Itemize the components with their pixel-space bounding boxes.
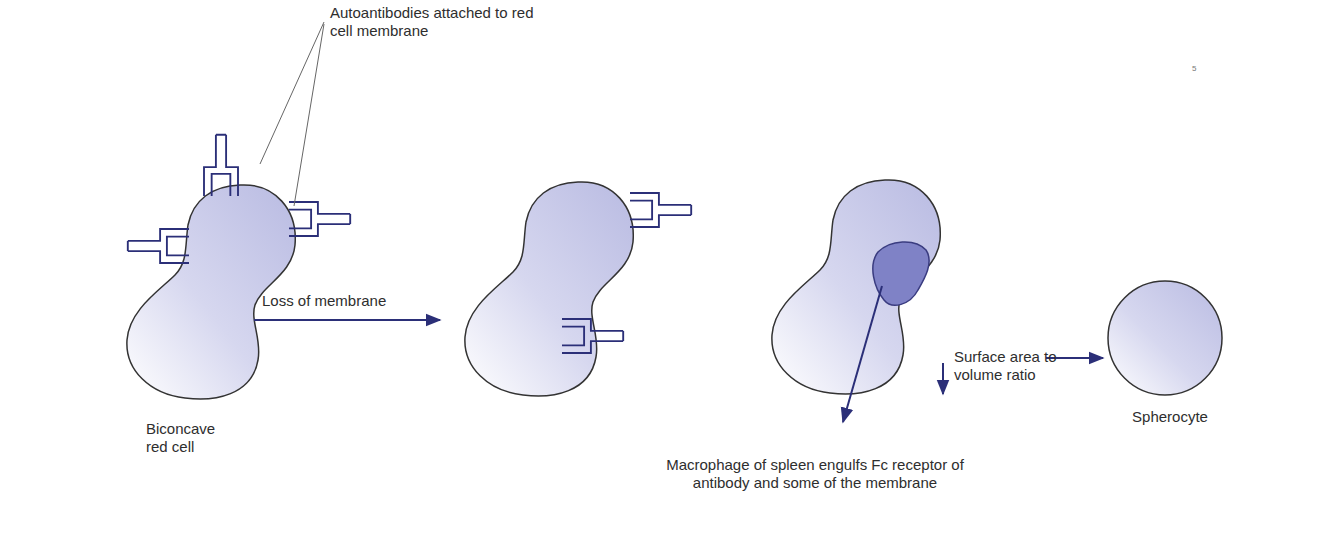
process-label: Surface area to volume ratio [954, 348, 1062, 384]
macrophage [873, 242, 929, 305]
callout-label: Autoantibodies attached to red cell memb… [330, 4, 545, 40]
spherocyte-cell [1108, 281, 1222, 395]
red-cell [127, 185, 295, 399]
red-cell [772, 180, 940, 394]
pointer-arrow [843, 286, 882, 422]
autoantibody [128, 229, 189, 263]
autoantibody [630, 193, 691, 227]
leader-line [260, 22, 324, 164]
red-cell [465, 182, 633, 396]
autoantibody [562, 319, 623, 353]
callout-label: Macrophage of spleen engulfs Fc receptor… [640, 456, 990, 492]
cell-label: Spherocyte [1120, 408, 1220, 426]
decrease-arrow [942, 363, 944, 394]
process-label: Loss of membrane [262, 292, 432, 310]
autoantibody [204, 135, 238, 196]
cell-label: Biconcave red cell [146, 420, 231, 456]
stray-mark: 5 [1192, 64, 1204, 74]
leader-line [294, 24, 324, 206]
process-arrow [254, 319, 440, 321]
autoantibody [289, 202, 350, 236]
